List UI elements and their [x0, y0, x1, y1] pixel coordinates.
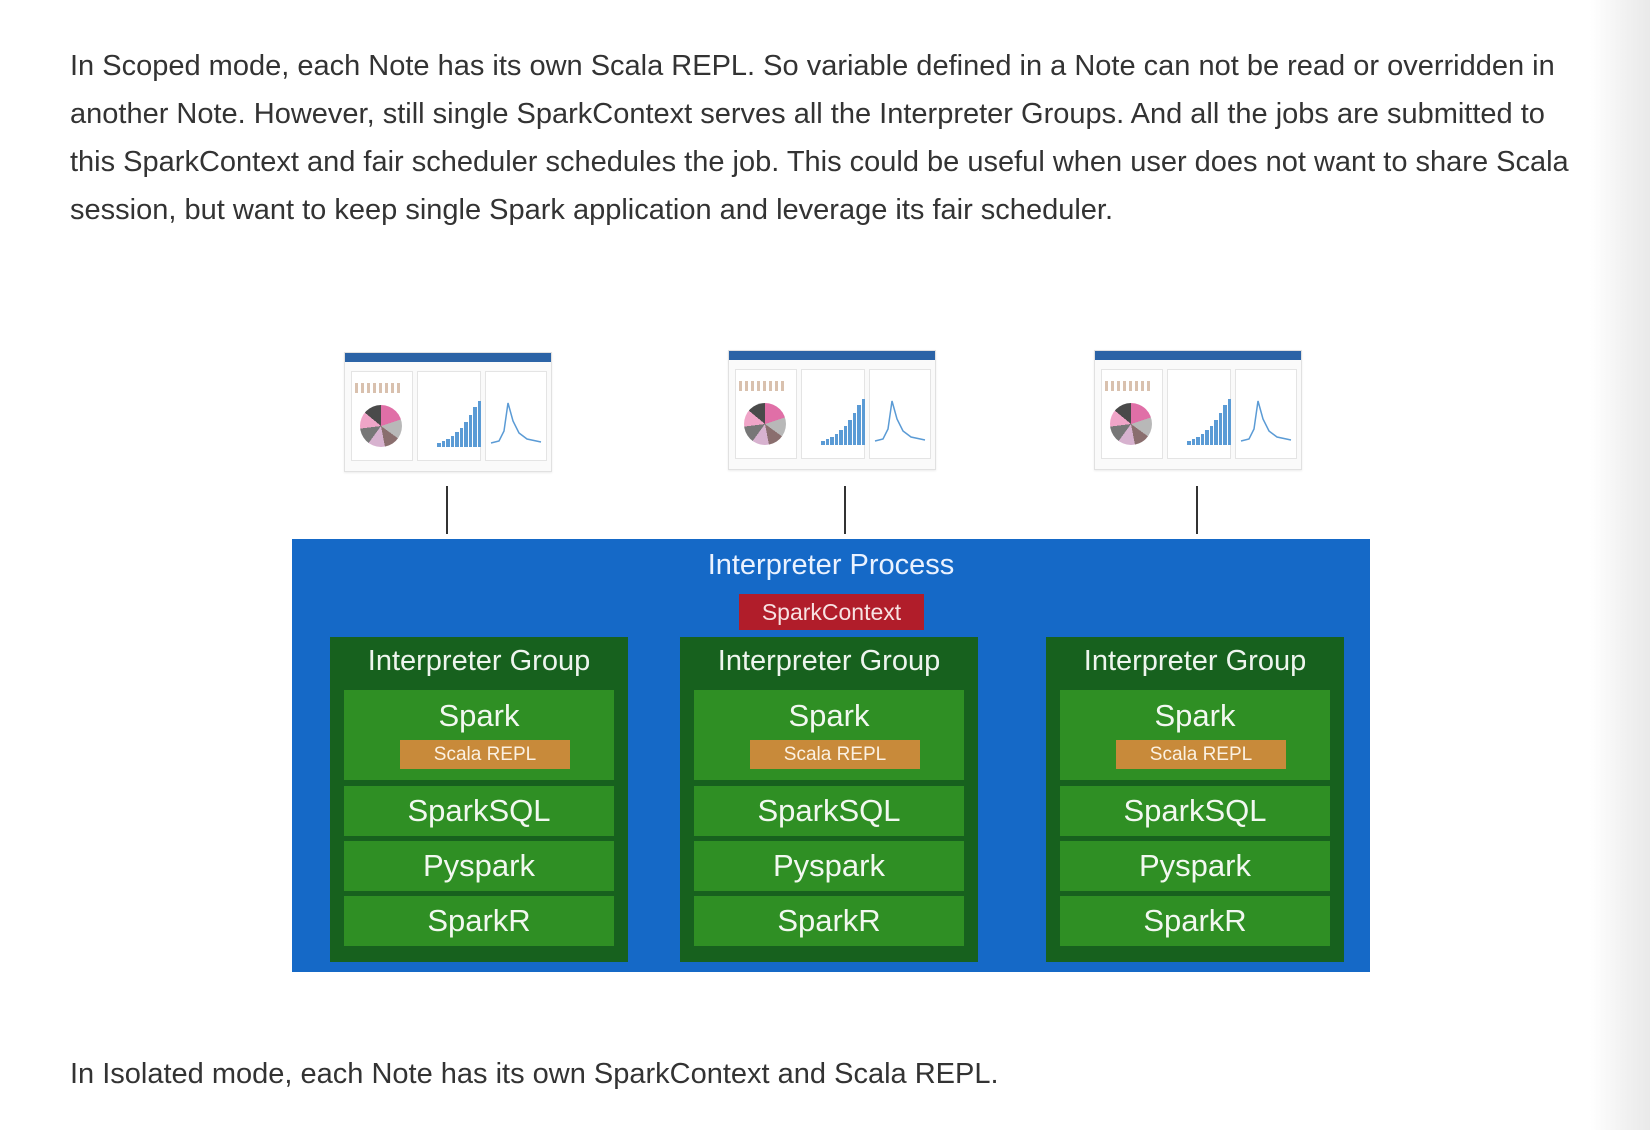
spark-cell: Spark Scala REPL: [344, 690, 614, 780]
connector-line-2: [844, 486, 846, 534]
spark-label: Spark: [1154, 698, 1236, 733]
isolated-mode-paragraph: In Isolated mode, each Note has its own …: [70, 1058, 999, 1090]
note-thumbnail-2: [728, 350, 936, 470]
interpreter-group-3: Interpreter Group Spark Scala REPL Spark…: [1046, 637, 1344, 962]
bar-chart-icon: [437, 401, 481, 447]
connector-line-3: [1196, 486, 1198, 534]
scala-repl-box: Scala REPL: [1116, 740, 1286, 769]
sparksql-cell: SparkSQL: [694, 786, 964, 836]
sparksql-cell: SparkSQL: [1060, 786, 1330, 836]
interpreter-group-title: Interpreter Group: [717, 645, 941, 677]
sparkr-cell: SparkR: [1060, 896, 1330, 946]
line-chart-icon: [874, 400, 926, 442]
spark-label: Spark: [438, 698, 520, 733]
sparkr-cell: SparkR: [344, 896, 614, 946]
interpreter-group-title: Interpreter Group: [1083, 645, 1307, 677]
spark-cell: Spark Scala REPL: [694, 690, 964, 780]
interpreter-process-box: Interpreter Process SparkContext Interpr…: [292, 539, 1370, 972]
note-thumbnail-1: [344, 352, 552, 472]
spark-label: Spark: [788, 698, 870, 733]
scala-repl-box: Scala REPL: [400, 740, 570, 769]
interpreter-process-label: Interpreter Process: [707, 549, 955, 581]
scala-repl-box: Scala REPL: [750, 740, 920, 769]
page-edge-shade: [1590, 0, 1650, 1130]
pie-chart-icon: [1110, 403, 1152, 445]
pie-chart-icon: [744, 403, 786, 445]
pyspark-cell: Pyspark: [694, 841, 964, 891]
bar-chart-icon: [1187, 399, 1231, 445]
scoped-mode-paragraph: In Scoped mode, each Note has its own Sc…: [70, 50, 1569, 226]
sparkr-cell: SparkR: [694, 896, 964, 946]
interpreter-group-1: Interpreter Group Spark Scala REPL Spark…: [330, 637, 628, 962]
sparksql-cell: SparkSQL: [344, 786, 614, 836]
line-chart-icon: [490, 402, 542, 444]
pie-chart-icon: [360, 405, 402, 447]
interpreter-group-title: Interpreter Group: [367, 645, 591, 677]
note-thumbnail-3: [1094, 350, 1302, 470]
connector-line-1: [446, 486, 448, 534]
pyspark-cell: Pyspark: [344, 841, 614, 891]
bar-chart-icon: [821, 399, 865, 445]
spark-context-box: SparkContext: [739, 594, 924, 630]
line-chart-icon: [1240, 400, 1292, 442]
spark-cell: Spark Scala REPL: [1060, 690, 1330, 780]
pyspark-cell: Pyspark: [1060, 841, 1330, 891]
interpreter-group-2: Interpreter Group Spark Scala REPL Spark…: [680, 637, 978, 962]
